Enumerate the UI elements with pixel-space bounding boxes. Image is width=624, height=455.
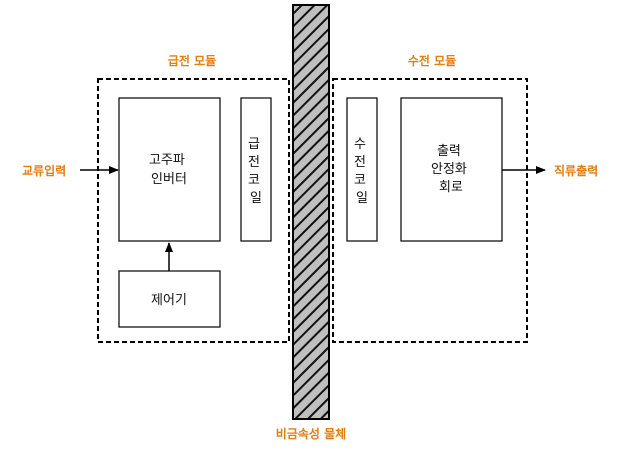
tx-module-frame [97, 78, 290, 343]
controller-label: 제어기 [151, 293, 187, 308]
barrier-object [292, 4, 330, 420]
inverter-label: 고주파 인버터 [149, 153, 189, 187]
inverter-block [118, 97, 221, 242]
rx-coil-block [346, 97, 378, 242]
dc-output-label: 직류출력 [554, 163, 598, 178]
barrier-label: 비금속성 물체 [276, 426, 346, 441]
rx-coil-label: 수 전 코 일 [354, 137, 370, 206]
regulator-block [400, 97, 503, 242]
rx-module-title: 수전 모듈 [408, 53, 456, 68]
rx-module-frame [332, 78, 528, 343]
ac-input-label: 교류입력 [22, 164, 66, 178]
tx-coil-block [240, 97, 272, 242]
tx-module-title: 급전 모듈 [168, 53, 216, 68]
tx-coil-label: 급 전 코 일 [248, 137, 264, 206]
controller-block [118, 270, 221, 328]
regulator-label: 출력 안정화 회로 [431, 144, 471, 195]
